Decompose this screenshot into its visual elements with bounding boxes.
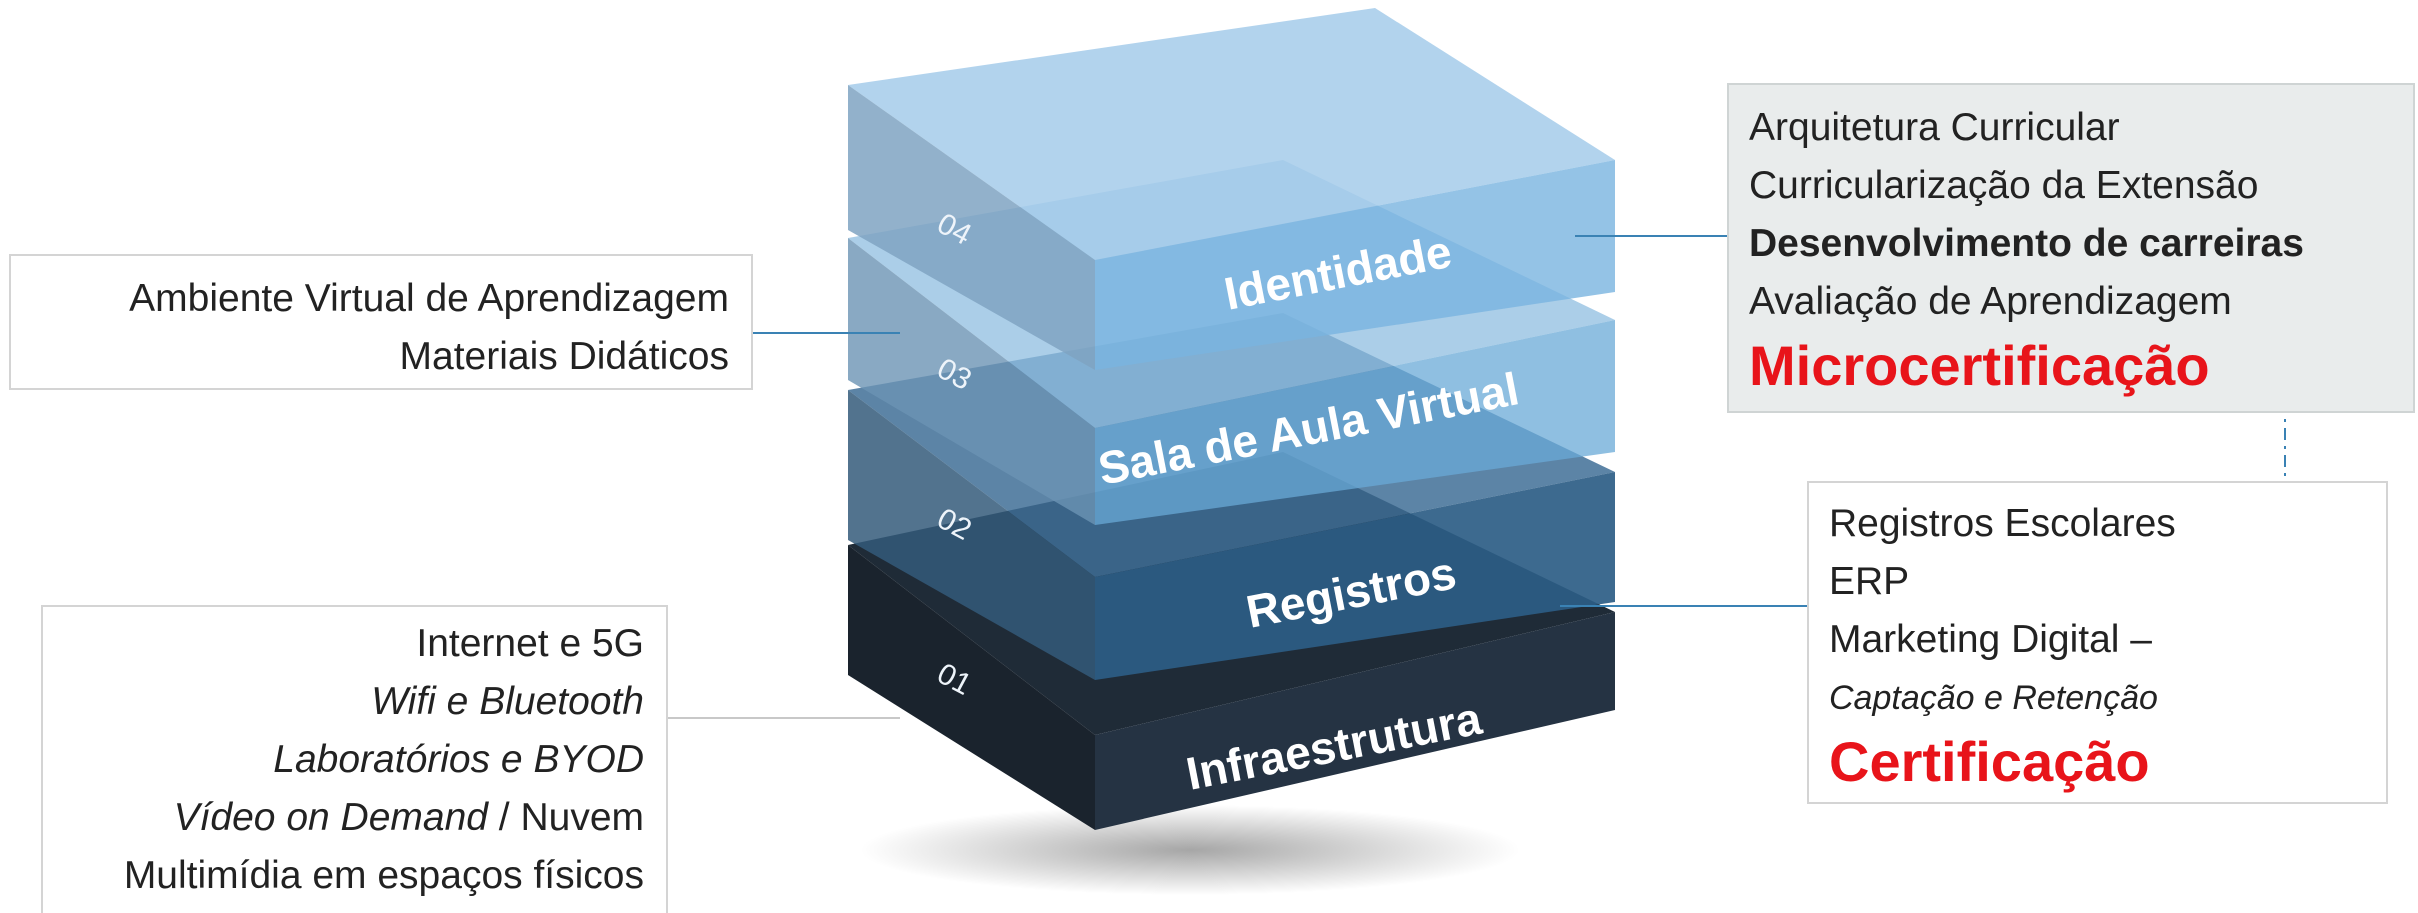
layer-04-identidade [848, 8, 1615, 370]
callout-left-bottom-line-4-rest: / Nuvem [487, 796, 644, 839]
microcertificacao-label: Microcertificação [1749, 334, 2210, 397]
layer-02-left-face [848, 390, 1095, 680]
callout-left-bottom-line-4-italic: Vídeo on Demand [173, 796, 488, 839]
callout-left-top-line-1: Ambiente Virtual de Aprendizagem [129, 277, 729, 320]
callout-left-top: Ambiente Virtual de Aprendizagem Materia… [9, 254, 753, 390]
callout-right-bottom-line-4: Captação e Retenção [1829, 679, 2158, 717]
callout-left-bottom-line-4: Vídeo on Demand / Nuvem [65, 789, 644, 847]
layer-04-front-face [1095, 160, 1615, 370]
callout-left-bottom-line-3: Laboratórios e BYOD [273, 738, 644, 781]
callout-right-top-line-1: Arquitetura Curricular [1749, 106, 2120, 149]
callout-left-bottom-line-5: Multimídia em espaços físicos [123, 854, 644, 897]
callout-right-top-line-2: Curricularização da Extensão [1749, 164, 2259, 207]
callout-right-top: Arquitetura Curricular Curricularização … [1727, 83, 2415, 413]
callout-right-bottom-line-1: Registros Escolares [1829, 502, 2176, 545]
layer-01-left-face [848, 545, 1095, 830]
callout-left-bottom-line-2: Wifi e Bluetooth [371, 680, 644, 723]
callout-left-bottom: Internet e 5G Wifi e Bluetooth Laboratór… [41, 605, 668, 913]
layer-01-front-face [1095, 612, 1615, 830]
callout-right-bottom: Registros Escolares ERP Marketing Digita… [1807, 481, 2388, 804]
layer-04-left-face [848, 85, 1095, 370]
layer-03-front-face [1095, 320, 1615, 525]
stack-shadow [860, 805, 1520, 895]
callout-left-bottom-line-1: Internet e 5G [416, 622, 644, 665]
callout-right-top-line-4: Avaliação de Aprendizagem [1749, 280, 2232, 323]
layer-04-top-face [848, 8, 1615, 260]
layer-02-front-face [1095, 472, 1615, 680]
callout-right-bottom-line-2: ERP [1829, 560, 1910, 603]
callout-left-top-line-2: Materiais Didáticos [399, 335, 729, 378]
layer-03-left-face [848, 238, 1095, 525]
callout-right-bottom-line-3: Marketing Digital – [1829, 618, 2152, 661]
callout-right-top-line-3: Desenvolvimento de carreiras [1749, 222, 2304, 265]
certificacao-label: Certificação [1829, 730, 2150, 793]
